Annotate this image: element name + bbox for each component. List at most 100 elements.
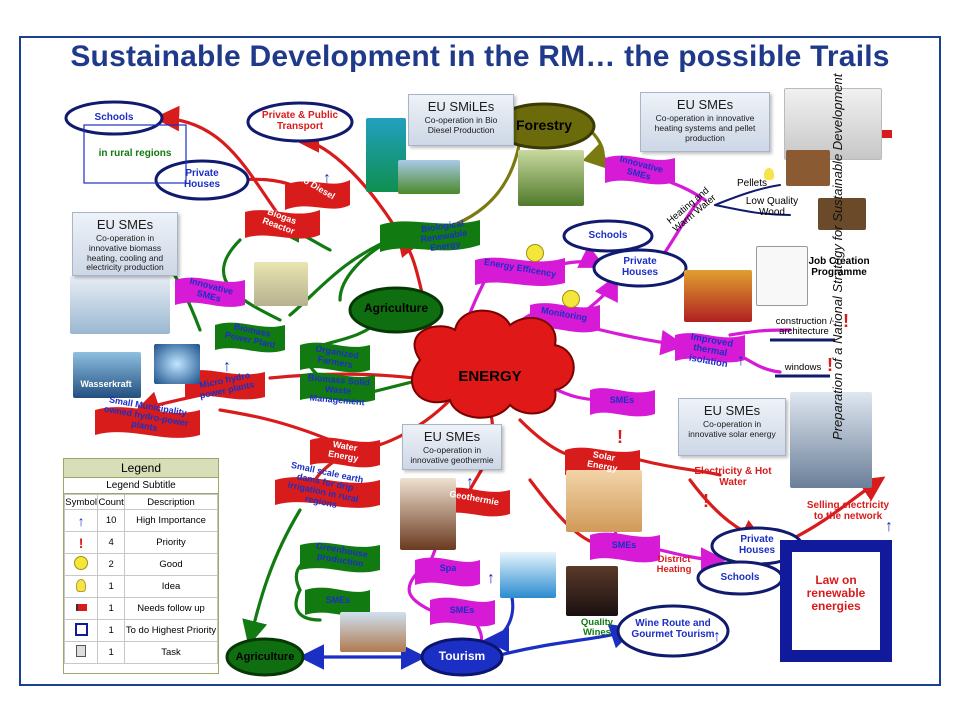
legend-description: Priority xyxy=(124,531,218,554)
link-heating-pellets xyxy=(714,184,781,206)
legend-subtitle: Legend Subtitle xyxy=(64,478,218,494)
legend-header-row: Symbol Count Description xyxy=(63,494,218,510)
eu-smiles-box: EU SMiLEs Co-operation in Bio Diesel Pro… xyxy=(408,94,514,146)
legend-row: ↑ 10 High Importance xyxy=(63,509,218,532)
priority-exclamation-icon: ! xyxy=(843,311,849,331)
ribbon-waste xyxy=(300,372,375,403)
legend-description: Good xyxy=(124,553,218,576)
ribbon-geothermie xyxy=(440,487,510,517)
ribbon-smes-solar xyxy=(590,532,660,563)
smiley-icon xyxy=(526,244,544,262)
solid-waste-label: Biomass Solid Waste Management xyxy=(307,372,371,408)
wood-chips-image xyxy=(818,198,866,230)
priority-exclamation-icon: ! xyxy=(703,491,709,511)
schools-right-label: Schools xyxy=(588,230,628,241)
low-quality-wood-label: Low Quality Wood xyxy=(745,196,799,218)
ribbon-innovative-smes-left xyxy=(175,277,245,307)
lightbulb-icon xyxy=(764,168,774,180)
legend-description: To do Highest Priority xyxy=(124,619,218,642)
legend-col-count: Count xyxy=(97,494,126,510)
forestry-label: Forestry xyxy=(515,117,573,133)
priority-exclamation-icon: ! xyxy=(827,355,833,375)
ribbons xyxy=(95,155,745,627)
legend-count: 1 xyxy=(97,619,126,642)
high-importance-arrow-icon: ↑ xyxy=(63,509,99,532)
legend-count: 1 xyxy=(97,641,126,664)
task-clipboard-icon xyxy=(63,641,99,664)
legend-row: 1 Needs follow up xyxy=(63,597,218,620)
ribbon-small-municipality xyxy=(95,407,200,438)
energy-cloud xyxy=(410,309,575,419)
water-glass-image xyxy=(500,552,556,598)
high-importance-arrow-icon: ↑ xyxy=(323,170,331,187)
smes-solar-label: SMEs xyxy=(611,540,637,550)
high-importance-arrow-icon: ↑ xyxy=(466,474,474,491)
eu-smes-heating-box: EU SMEs Co-operation in innovative heati… xyxy=(640,92,770,152)
ribbon-smes-spa xyxy=(430,597,495,627)
quality-wines-label: Quality Wines xyxy=(580,617,614,639)
energy-label: ENERGY xyxy=(458,368,522,385)
legend-count: 10 xyxy=(97,509,126,532)
pellets-label: Pellets xyxy=(736,178,767,189)
eu-smes-biomass-box: EU SMEs Co-operation in innovative bioma… xyxy=(72,212,178,276)
legend-table: Symbol Count Description ↑ 10 High Impor… xyxy=(63,494,218,664)
solar-person-image xyxy=(566,470,642,532)
ribbon-water-energy xyxy=(310,437,380,468)
ribbon-micro-hydro xyxy=(185,370,265,400)
priority-exclamation-icon: ! xyxy=(617,427,623,447)
solar-house-image xyxy=(790,392,872,488)
ribbon-biogas xyxy=(245,210,320,239)
rural-regions-box xyxy=(83,124,187,184)
thermal-house-image xyxy=(684,270,752,322)
ribbon-smes-mid xyxy=(590,388,655,417)
wine-image xyxy=(566,566,618,616)
link-solar-elec xyxy=(638,458,722,477)
ribbon-smes-green xyxy=(305,587,370,617)
slide-frame xyxy=(19,36,941,686)
district-heating-label: District Heating xyxy=(656,554,692,576)
ribbon-biological xyxy=(380,220,480,252)
legend-col-description: Description xyxy=(124,494,218,510)
selling-label: Selling electricity to the network xyxy=(806,500,890,522)
eu-smes-solar-box: EU SMEs Co-operation in innovative solar… xyxy=(678,398,786,456)
eu-smes-heating-desc: Co-operation in innovative heating syste… xyxy=(654,113,756,143)
rural-regions-label: in rural regions xyxy=(98,148,172,159)
ribbon-energy-efficency xyxy=(475,257,565,286)
spa-label: Spa xyxy=(439,563,457,573)
side-note: Preparation of a National Strategy for S… xyxy=(830,73,845,440)
private-houses-right-label: Private Houses xyxy=(621,256,659,278)
heating-system-image xyxy=(784,88,882,160)
wine-route-label: Wine Route and Gourmet Tourism xyxy=(631,618,715,640)
clipboard-image xyxy=(756,246,808,306)
smes-mid-label: SMEs xyxy=(609,395,635,405)
wasserkraft-image xyxy=(73,352,141,398)
smiley-icon xyxy=(63,553,99,576)
schools-top-node xyxy=(64,100,164,136)
private-houses-left-node xyxy=(154,159,250,201)
agriculture-bottom-label: Agriculture xyxy=(235,651,295,663)
geothermal-image xyxy=(400,478,456,550)
biomass-heater-image xyxy=(254,262,308,306)
construction-label: construction / architecture xyxy=(775,316,833,338)
smiley-icon xyxy=(562,290,580,308)
law-box xyxy=(780,540,892,662)
eu-smiles-heading: EU SMiLEs xyxy=(427,99,495,114)
forest-image xyxy=(518,150,584,206)
agriculture-bottom-node xyxy=(225,637,305,677)
tourism-label: Tourism xyxy=(438,649,486,663)
page-title: Sustainable Development in the RM… the p… xyxy=(70,40,890,73)
biomass-plant-image xyxy=(70,276,170,334)
agriculture-top-label: Agriculture xyxy=(363,301,428,315)
legend-description: Needs follow up xyxy=(124,597,218,620)
high-importance-arrow-icon: ↑ xyxy=(737,352,745,369)
electricity-hot-water-label: Electricity & Hot Water xyxy=(694,466,772,488)
ribbon-innovative-smes-top xyxy=(605,155,675,185)
lightbulb-icon xyxy=(63,575,99,598)
smes-spa-label: SMEs xyxy=(449,605,475,615)
ribbon-farmers xyxy=(300,342,370,373)
high-importance-arrow-icon: ↑ xyxy=(885,518,893,535)
legend-row: 2 Good xyxy=(63,553,218,576)
legend-count: 1 xyxy=(97,597,126,620)
private-houses-right-node xyxy=(592,248,688,288)
